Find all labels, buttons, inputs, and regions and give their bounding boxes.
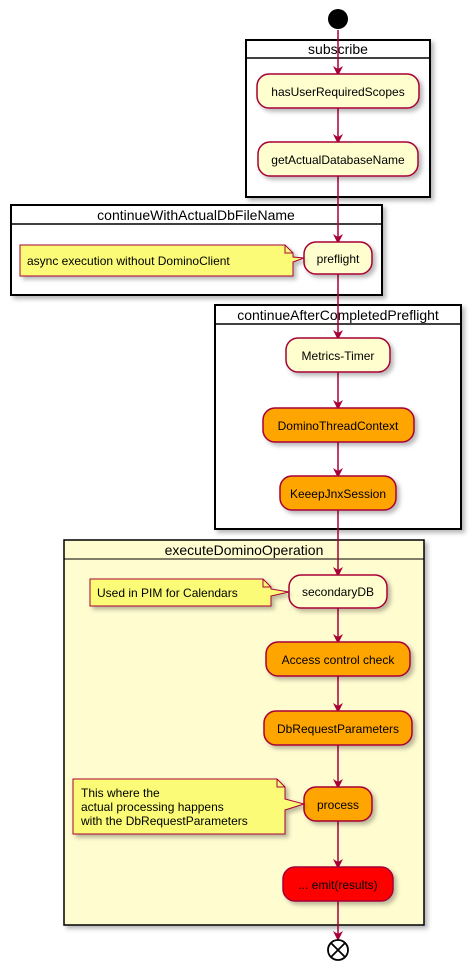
activity-label: DominoThreadContext	[278, 419, 399, 433]
end-node	[327, 939, 349, 961]
note-processing: This where the actual processing happens…	[72, 778, 306, 835]
activity-label: hasUserRequiredScopes	[271, 85, 404, 99]
note-text-line-1: This where the	[81, 786, 160, 800]
activity-access-control-check: Access control check	[265, 641, 411, 677]
activity-process: process	[303, 786, 373, 822]
note-text-line-3: with the DbRequestParameters	[80, 814, 248, 828]
start-node	[328, 9, 348, 29]
activity-keeep-jnx-session: KeeepJnxSession	[279, 475, 397, 511]
activity-label: ... emit(results)	[298, 878, 377, 892]
activity-label: DbRequestParameters	[277, 722, 399, 736]
activity-metrics-timer: Metrics-Timer	[285, 337, 391, 373]
note-used-in-pim: Used in PIM for Calendars	[89, 578, 290, 607]
swimlane-title-execute-domino-operation: executeDominoOperation	[165, 542, 324, 558]
note-text: async execution without DominoClient	[27, 254, 230, 268]
activity-label: KeeepJnxSession	[290, 487, 386, 501]
activity-label: preflight	[317, 252, 360, 266]
activity-label: Metrics-Timer	[302, 349, 375, 363]
activity-secondary-db: secondaryDB	[288, 574, 388, 609]
activity-label: Access control check	[282, 653, 396, 667]
activity-has-user-required-scopes: hasUserRequiredScopes	[256, 73, 420, 109]
swimlane-title-continue-with-actual-db-file-name: continueWithActualDbFileName	[97, 207, 295, 223]
activity-db-request-parameters: DbRequestParameters	[263, 710, 413, 746]
activity-get-actual-database-name: getActualDatabaseName	[257, 141, 419, 177]
activity-label: getActualDatabaseName	[271, 153, 405, 167]
activity-domino-thread-context: DominoThreadContext	[262, 407, 415, 443]
activity-preflight: preflight	[303, 241, 373, 275]
activity-label: process	[317, 798, 359, 812]
activity-emit-results: ... emit(results)	[282, 866, 394, 902]
activity-label: secondaryDB	[302, 585, 374, 599]
note-text: Used in PIM for Calendars	[97, 586, 238, 600]
note-text-line-2: actual processing happens	[81, 800, 224, 814]
note-async-execution: async execution without DominoClient	[19, 244, 305, 277]
